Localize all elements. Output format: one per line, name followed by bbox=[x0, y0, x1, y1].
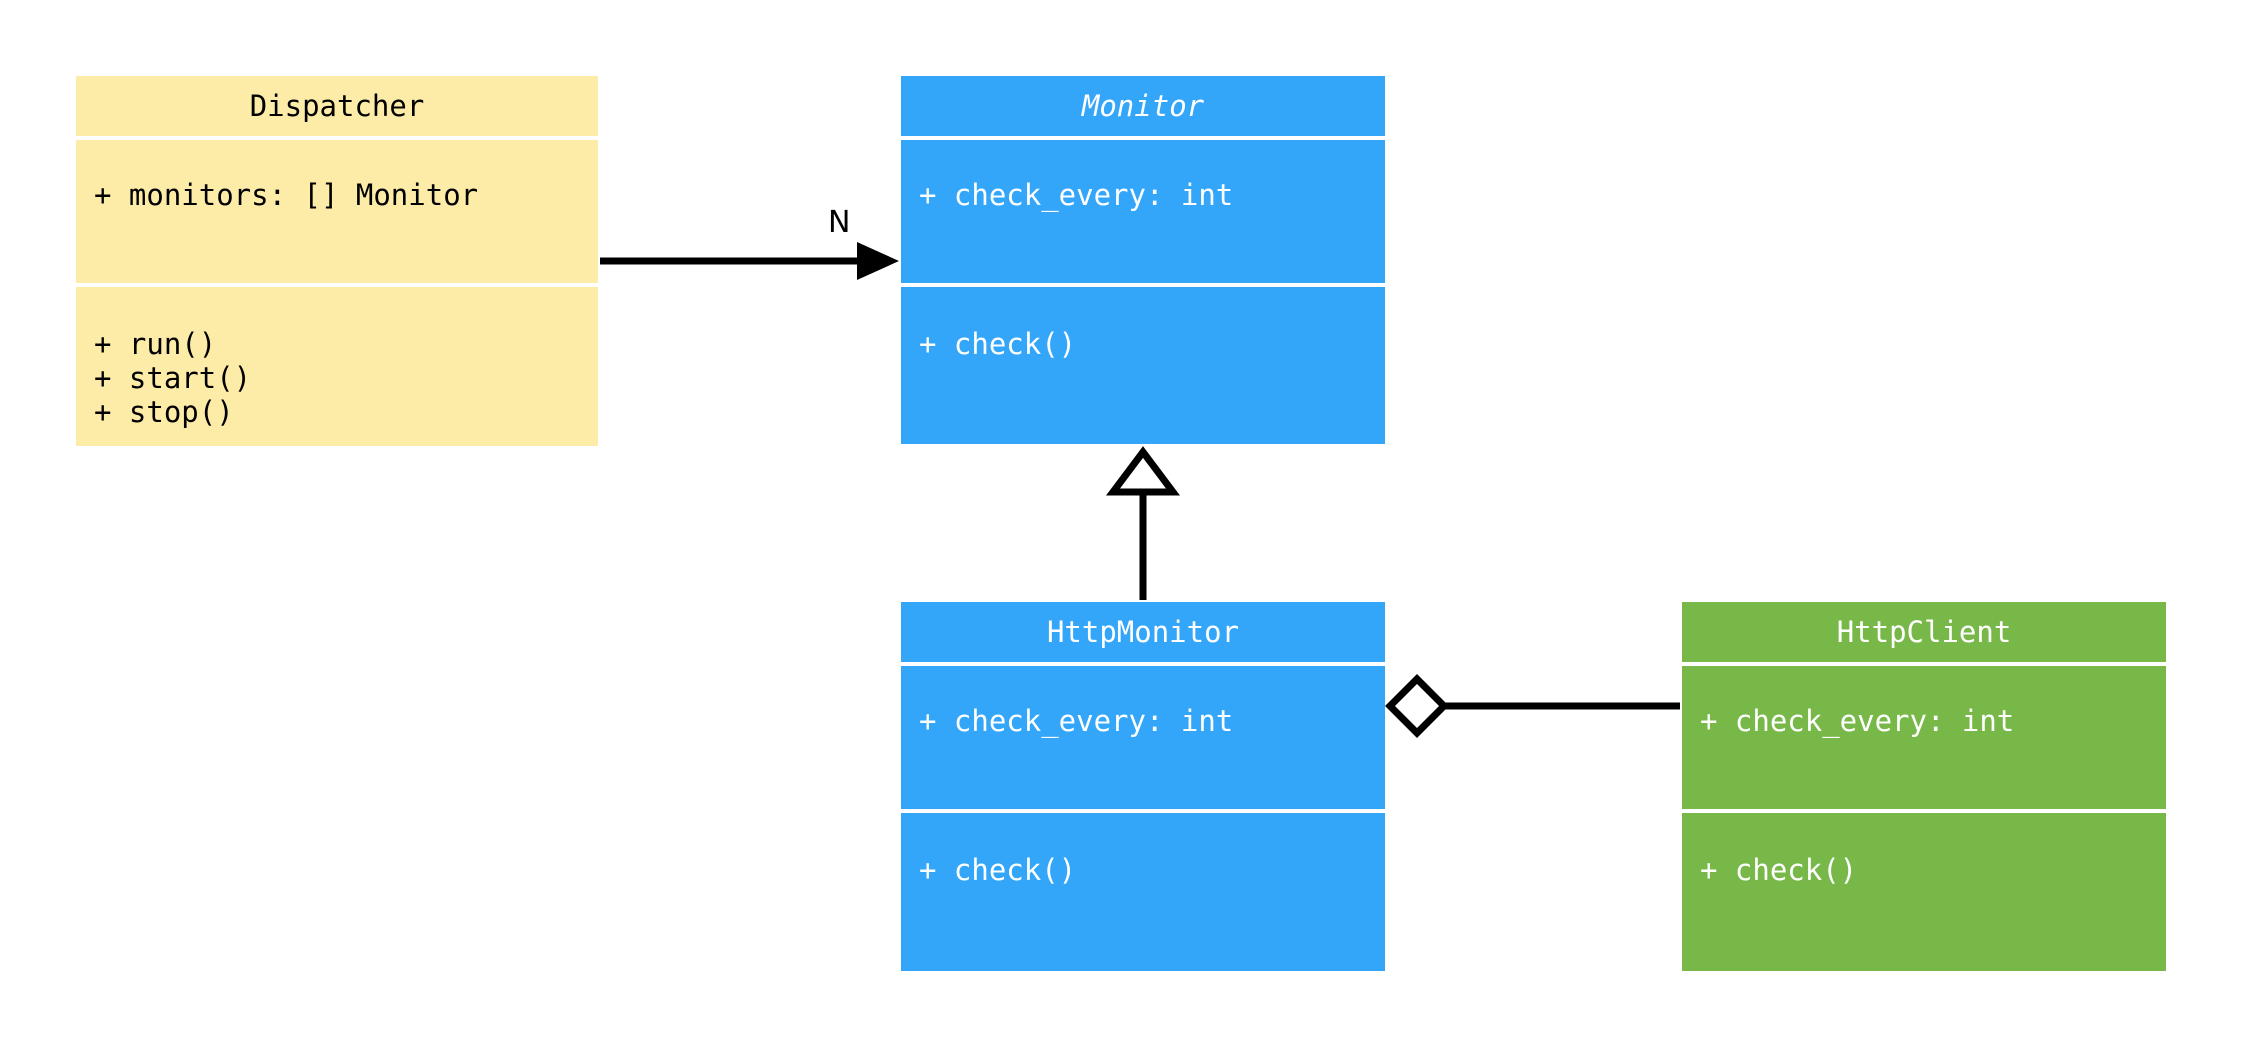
class-attributes-httpmonitor: + check_every: int bbox=[901, 666, 1385, 809]
class-methods-httpmonitor: + check() bbox=[901, 813, 1385, 971]
compartment-divider bbox=[76, 136, 598, 140]
method-list-httpclient: + check() bbox=[1700, 853, 1858, 887]
class-methods-dispatcher: + run() + start() + stop() bbox=[76, 287, 598, 446]
association-dispatcher-to-monitor bbox=[600, 242, 899, 280]
method-list-httpmonitor: + check() bbox=[919, 853, 1077, 887]
compartment-divider bbox=[901, 283, 1385, 287]
attribute-list-httpmonitor: + check_every: int bbox=[919, 704, 1234, 738]
class-header-dispatcher: Dispatcher bbox=[76, 76, 598, 136]
hollow-triangle-icon bbox=[1106, 446, 1180, 496]
attribute-list-dispatcher: + monitors: [] Monitor bbox=[94, 178, 479, 212]
class-header-httpclient: HttpClient bbox=[1682, 602, 2166, 662]
class-box-httpclient[interactable]: HttpClient + check_every: int + check() bbox=[1682, 602, 2166, 971]
attribute-list-httpclient: + check_every: int bbox=[1700, 704, 2015, 738]
aggregation-httpclient-to-httpmonitor bbox=[1385, 674, 1680, 738]
class-box-monitor[interactable]: Monitor + check_every: int + check() bbox=[901, 76, 1385, 444]
class-box-httpmonitor[interactable]: HttpMonitor + check_every: int + check() bbox=[901, 602, 1385, 971]
compartment-divider bbox=[901, 662, 1385, 666]
class-name-httpclient: HttpClient bbox=[1836, 615, 2012, 649]
association-multiplicity-label: N bbox=[828, 205, 851, 240]
compartment-divider bbox=[1682, 662, 2166, 666]
hollow-diamond-icon bbox=[1385, 674, 1449, 738]
class-attributes-httpclient: + check_every: int bbox=[1682, 666, 2166, 809]
class-methods-monitor: + check() bbox=[901, 287, 1385, 444]
generalization-httpmonitor-to-monitor bbox=[1106, 446, 1180, 600]
class-methods-httpclient: + check() bbox=[1682, 813, 2166, 971]
method-list-dispatcher: + run() + start() + stop() bbox=[94, 327, 252, 429]
compartment-divider bbox=[901, 136, 1385, 140]
class-attributes-dispatcher: + monitors: [] Monitor bbox=[76, 140, 598, 283]
class-header-monitor: Monitor bbox=[901, 76, 1385, 136]
compartment-divider bbox=[901, 809, 1385, 813]
class-attributes-monitor: + check_every: int bbox=[901, 140, 1385, 283]
class-name-monitor: Monitor bbox=[1081, 89, 1205, 123]
attribute-list-monitor: + check_every: int bbox=[919, 178, 1234, 212]
compartment-divider bbox=[1682, 809, 2166, 813]
class-header-httpmonitor: HttpMonitor bbox=[901, 602, 1385, 662]
method-list-monitor: + check() bbox=[919, 327, 1077, 361]
compartment-divider bbox=[76, 283, 598, 287]
class-box-dispatcher[interactable]: Dispatcher + monitors: [] Monitor + run(… bbox=[76, 76, 598, 446]
class-name-dispatcher: Dispatcher bbox=[249, 89, 425, 123]
class-name-httpmonitor: HttpMonitor bbox=[1046, 615, 1240, 649]
filled-arrowhead-icon bbox=[857, 242, 899, 280]
